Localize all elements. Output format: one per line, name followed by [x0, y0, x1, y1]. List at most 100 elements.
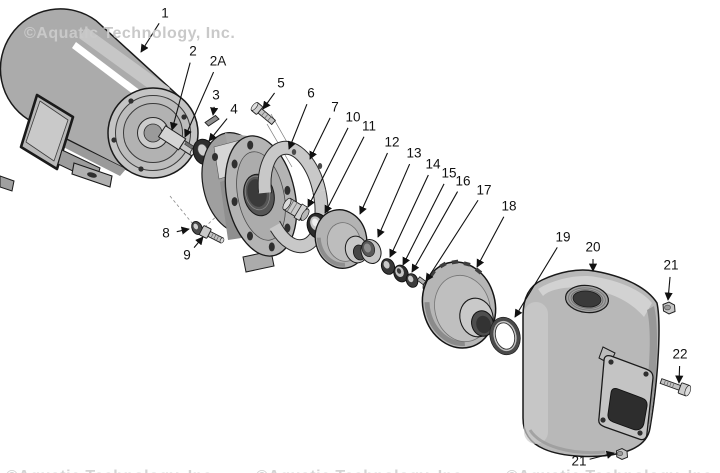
- motor-foot: [0, 149, 113, 192]
- part-callout-16: 16: [411, 174, 471, 273]
- part-callout-4: 4: [208, 102, 238, 142]
- part-callout-18: 18: [476, 199, 517, 268]
- shaft-sleeve: [282, 197, 310, 222]
- part-callout-13: 13: [377, 146, 422, 238]
- part-callout-10: 10: [307, 110, 361, 208]
- part-callout-21: 21: [663, 258, 679, 301]
- part-callout-19: 19: [514, 230, 571, 318]
- leader-line: [359, 152, 388, 215]
- washer-14: [380, 258, 396, 275]
- part-number-label: 20: [585, 240, 600, 255]
- part-number-label: 21: [663, 258, 678, 273]
- part-number-label: 2: [189, 44, 197, 59]
- flange-bolt: [659, 378, 692, 397]
- part-number-label: 13: [406, 146, 421, 161]
- part-number-label: 14: [425, 157, 441, 172]
- part-number-label: 9: [183, 248, 191, 263]
- leader-line: [402, 183, 445, 266]
- leader-line: [176, 226, 190, 235]
- part-number-label: 3: [212, 88, 220, 103]
- part-number-label: 1: [161, 6, 169, 21]
- suction-flange: [598, 355, 654, 441]
- part-number-label: 21: [571, 454, 586, 469]
- seal-plate: [314, 209, 369, 269]
- leader-line: [377, 163, 411, 238]
- part-callout-7: 7: [309, 100, 339, 160]
- part-number-label: 5: [277, 76, 285, 91]
- leader-line: [411, 191, 459, 273]
- leader-line: [210, 106, 219, 116]
- svg-text:©Aquatic Technology, Inc.: ©Aquatic Technology, Inc.: [6, 468, 217, 473]
- part-number-label: 16: [455, 174, 470, 189]
- part-number-label: 22: [672, 347, 687, 362]
- part-callout-20: 20: [585, 240, 601, 272]
- seal-seat-ring: [360, 239, 382, 264]
- part-callout-9: 9: [183, 236, 204, 263]
- part-number-label: 8: [162, 226, 170, 241]
- projection-lines: [169, 183, 252, 227]
- motor-end-bell: [107, 87, 199, 179]
- pipe-plug-bottom: [615, 447, 629, 461]
- leader-line: [169, 62, 191, 131]
- impeller: [421, 259, 497, 349]
- part-number-label: 7: [331, 100, 339, 115]
- part-callout-15: 15: [402, 166, 457, 266]
- part-number-label: 11: [362, 119, 376, 134]
- leader-line: [309, 117, 331, 160]
- watermark-bottom: ©Aquatic Technology, Inc. ©Aquatic Techn…: [6, 468, 717, 473]
- leader-line: [389, 174, 429, 258]
- part-number-label: 2A: [210, 54, 227, 69]
- o-ring: [489, 316, 521, 356]
- motor-shaft: [157, 125, 197, 156]
- leader-line: [208, 118, 228, 142]
- part-number-label: 19: [555, 230, 570, 245]
- motor: [0, 8, 199, 192]
- part-number-label: 4: [230, 102, 238, 117]
- part-callout-21: 21: [571, 450, 615, 469]
- leader-line: [324, 136, 365, 214]
- leader-line: [193, 236, 204, 248]
- leader-line: [287, 104, 308, 150]
- part-number-label: 6: [307, 86, 315, 101]
- leader-line: [675, 365, 684, 384]
- washer-16: [405, 273, 419, 288]
- part-number-label: 18: [501, 199, 516, 214]
- leader-line: [307, 127, 349, 208]
- leader-line: [425, 199, 479, 282]
- part-callout-22: 22: [672, 347, 688, 384]
- pipe-plug-top: [662, 301, 676, 315]
- seal-ring-15: [393, 264, 409, 283]
- leader-line: [664, 276, 673, 301]
- part-number-label: 10: [345, 110, 360, 125]
- part-callout-8: 8: [162, 226, 190, 241]
- part-callout-11: 11: [324, 119, 376, 214]
- part-callout-3: 3: [210, 88, 220, 116]
- part-number-label: 17: [476, 183, 491, 198]
- part-callout-17: 17: [425, 183, 492, 282]
- svg-text:©Aquatic Technology, Inc.: ©Aquatic Technology, Inc.: [256, 468, 467, 473]
- leader-line: [476, 216, 505, 268]
- pump-housing: [522, 269, 660, 458]
- bolt-9: [199, 225, 225, 244]
- svg-text:©Aquatic Technology, Inc.: ©Aquatic Technology, Inc.: [506, 468, 717, 473]
- leader-line: [184, 71, 215, 138]
- part-callout-12: 12: [359, 135, 400, 215]
- part-callout-6: 6: [287, 86, 315, 150]
- junction-box: [19, 93, 75, 171]
- leader-line: [514, 247, 558, 318]
- bracket-gasket: [257, 140, 329, 254]
- part-number-label: 12: [384, 135, 399, 150]
- watermark-text: ©Aquatic Technology, Inc.: [24, 25, 235, 42]
- part-number-label: 15: [441, 166, 456, 181]
- part-callout-2A: 2A: [184, 54, 227, 138]
- part-callout-2: 2: [169, 44, 197, 131]
- part-callout-1: 1: [140, 6, 169, 53]
- leader-line: [140, 23, 160, 53]
- washer-8: [191, 221, 203, 235]
- top-port: [564, 284, 610, 314]
- leader-line: [589, 450, 615, 460]
- part-callout-5: 5: [262, 76, 285, 110]
- shaft-key: [204, 114, 220, 127]
